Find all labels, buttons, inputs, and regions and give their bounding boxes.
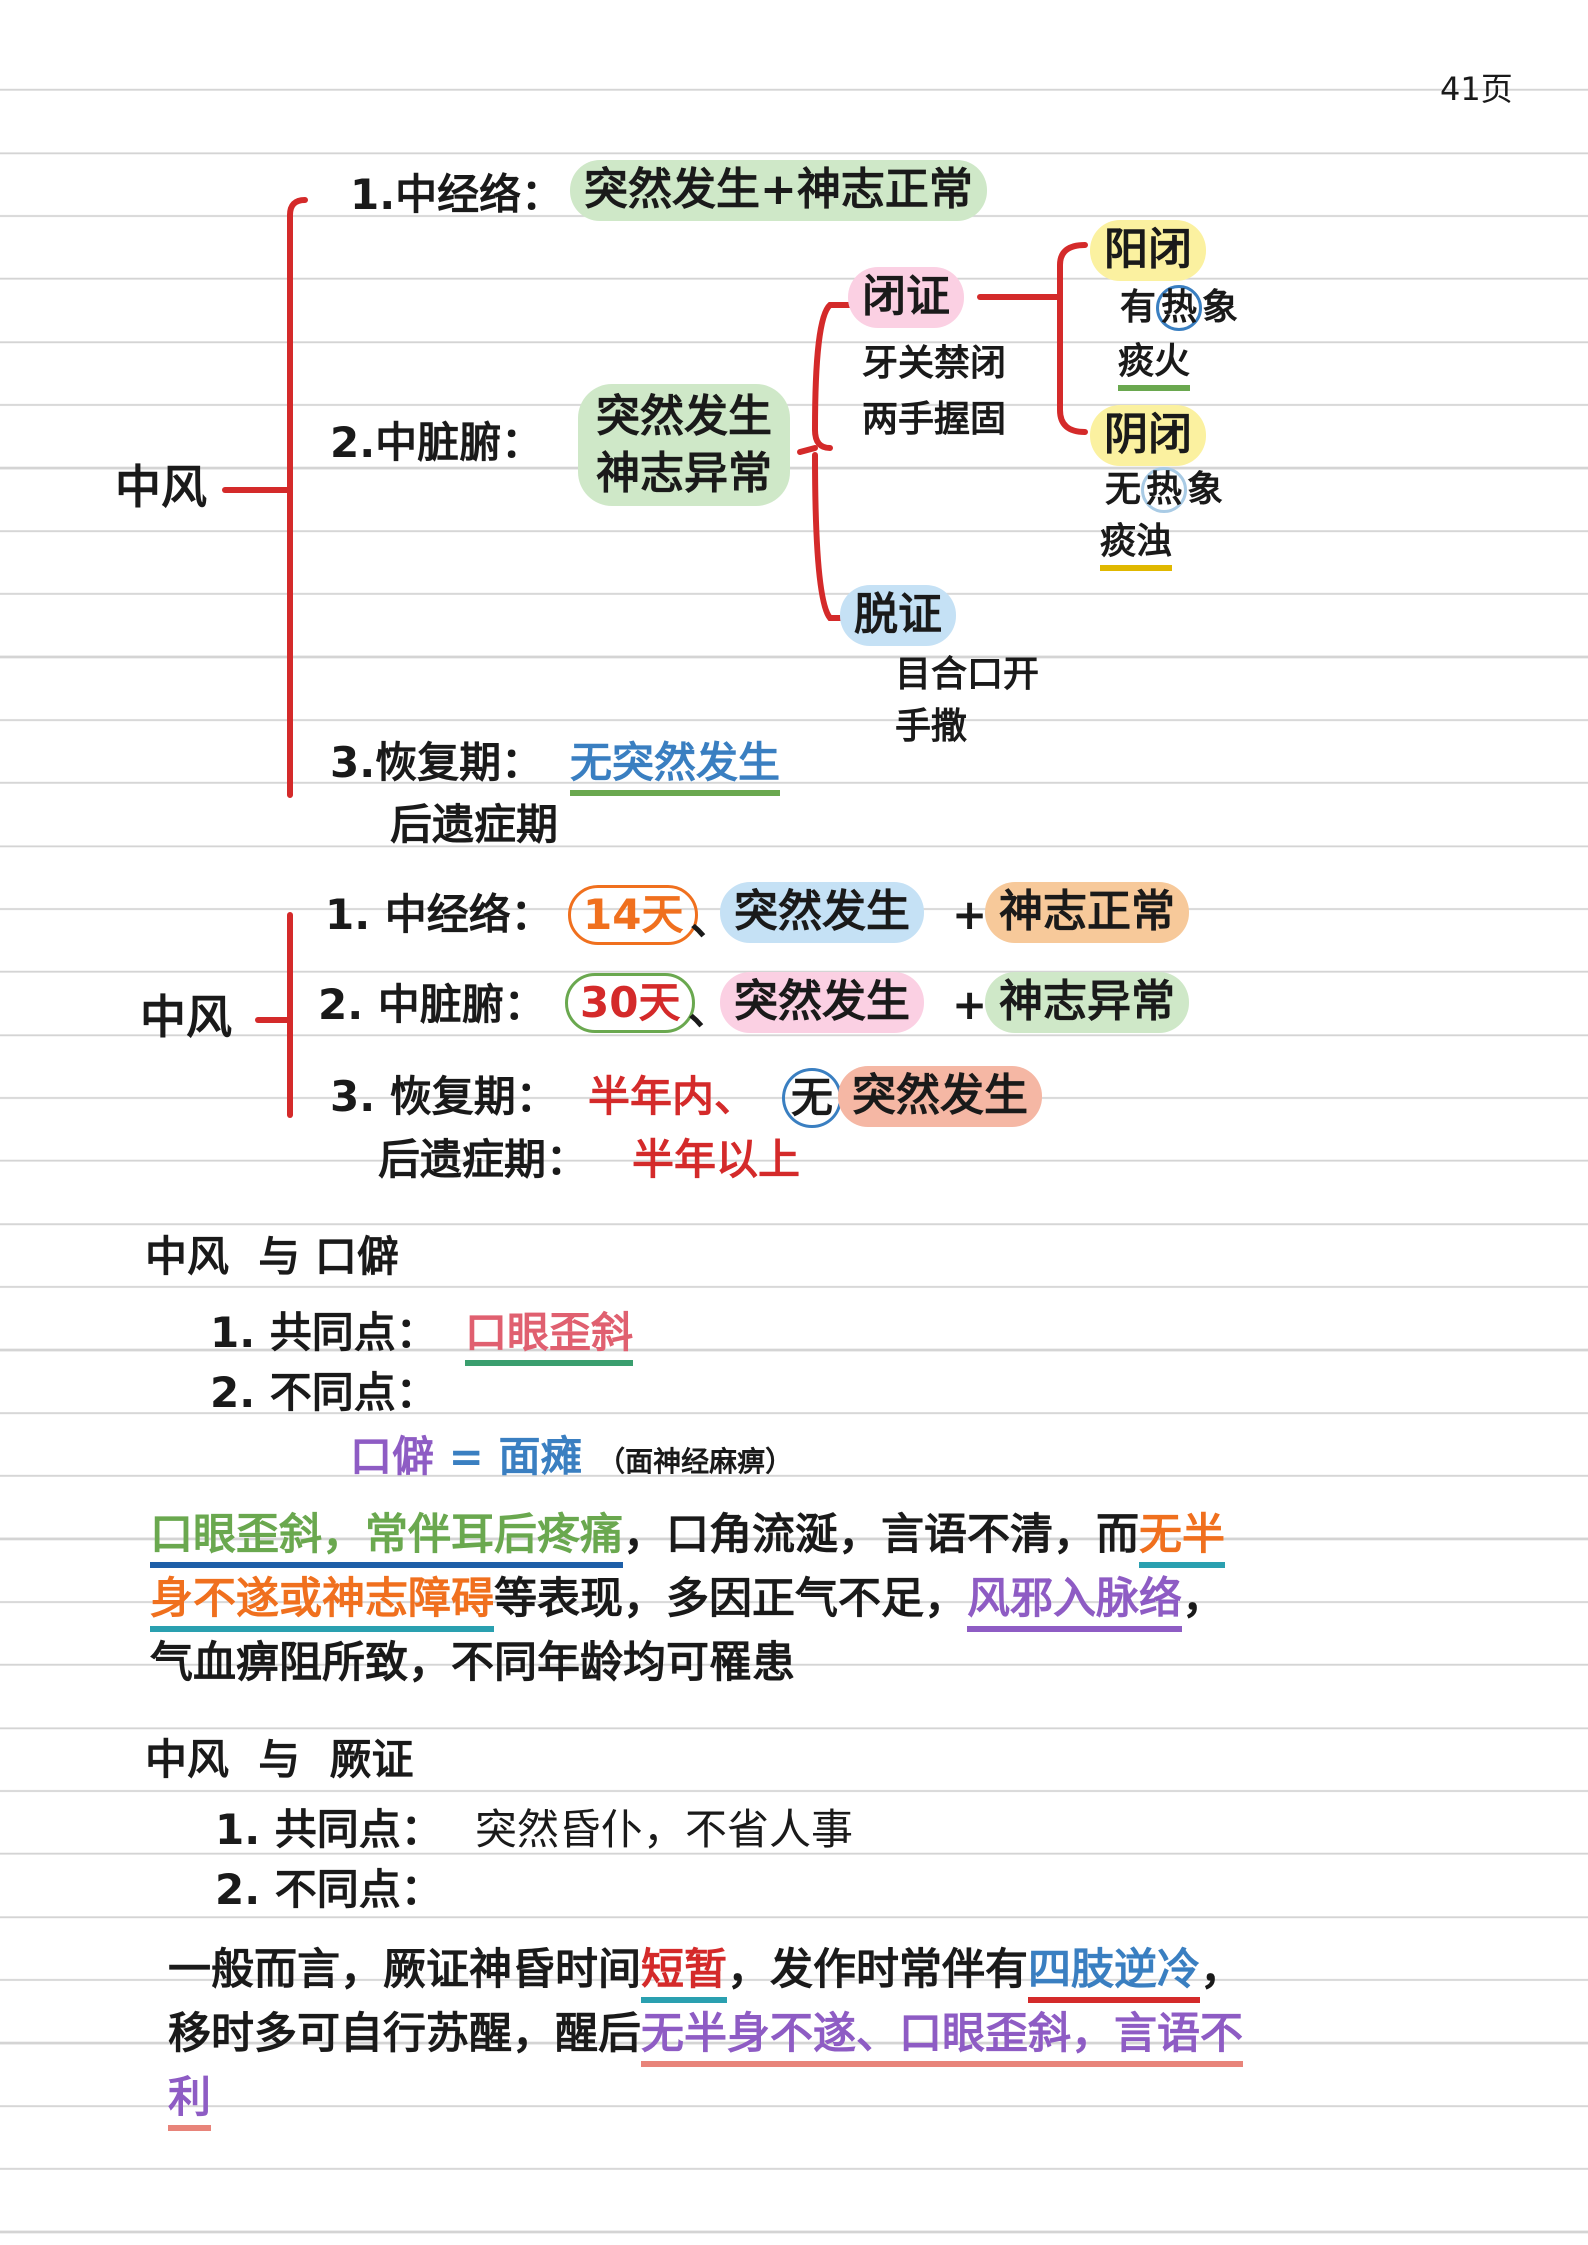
yangbi-desc-ring: 热 <box>1156 285 1203 331</box>
bizheng-branch <box>811 302 853 451</box>
root-zhongfeng-2: 中风 <box>140 990 232 1044</box>
row-3-sub-label: 后遗症期： <box>378 1135 589 1184</box>
bizheng-desc-2: 两手握固 <box>862 399 1007 440</box>
s1-line-1: 口眼歪斜，常伴耳后疼痛，口角流涎，言语不清，而无半 <box>150 1503 1460 1568</box>
row-3-sub-value: 半年以上 <box>632 1135 801 1184</box>
tuozheng-pill: 脱证 <box>840 585 956 646</box>
yinbi-desc-1: 无热象 <box>1105 467 1223 513</box>
s2-seg-8: 利 <box>168 2073 211 2131</box>
section-2-diff-label: 2. 不同点： <box>215 1865 443 1914</box>
yin-yang-bracket <box>1057 242 1088 435</box>
s1-seg-2: ，口角流涎，言语不清，而 <box>623 1510 1139 1560</box>
branch-2-label: 2.中脏腑： <box>330 418 544 467</box>
eq-sign: = <box>448 1432 484 1481</box>
branch-2-pill-line2: 神志异常 <box>596 448 772 500</box>
row-1-days: 14天 <box>568 885 699 946</box>
section-1-equation: 口僻 = 面瘫 （面神经麻痹） <box>350 1432 793 1482</box>
root-zhongfeng-1: 中风 <box>115 460 207 514</box>
branch-3-sub: 后遗症期 <box>390 800 559 849</box>
row-3-label: 3. 恢复期： <box>330 1072 558 1121</box>
branch-1-pill: 突然发生+神志正常 <box>570 160 987 221</box>
row-1-pill-2: 神志正常 <box>985 882 1189 943</box>
yinbi-desc-post: 象 <box>1187 469 1224 510</box>
row-3-circle: 无 <box>782 1068 843 1129</box>
section-2-common-label: 1. 共同点： <box>215 1805 443 1854</box>
yangbi-desc-post: 象 <box>1202 287 1239 328</box>
section-1-title: 中风 与 口僻 <box>145 1232 399 1281</box>
eq-value: 面瘫 <box>498 1432 583 1481</box>
row-2-label: 2. 中脏腑： <box>318 980 546 1029</box>
bracket1-main <box>287 197 308 798</box>
row-2-pill-2: 神志异常 <box>985 972 1189 1033</box>
s1-seg-5: 等表现，多因正气不足， <box>494 1574 967 1624</box>
section-1-diff-label: 2. 不同点： <box>210 1368 438 1417</box>
branch-3-label: 3.恢复期： <box>330 738 544 787</box>
yangbi-desc-1: 有热象 <box>1120 285 1238 331</box>
s2-line-2: 移时多可自行苏醒，醒后无半身不遂、口眼歪斜，言语不 <box>168 2002 1478 2067</box>
branch-2-pill-line1: 突然发生 <box>596 391 772 442</box>
s1-seg-6: 风邪入脉络 <box>967 1574 1182 1632</box>
section-1-paragraph: 口眼歪斜，常伴耳后疼痛，口角流涎，言语不清，而无半 身不遂或神志障碍等表现，多因… <box>150 1503 1460 1695</box>
row-3-pill: 突然发生 <box>838 1066 1042 1127</box>
s2-seg-7: 无半身不遂、口眼歪斜，言语不 <box>641 2009 1243 2067</box>
eq-note: （面神经麻痹） <box>597 1445 794 1478</box>
s2-line-3: 利 <box>168 2066 1478 2131</box>
section-1-common-value: 口眼歪斜 <box>465 1308 634 1367</box>
tuozheng-desc-1: 目合口开 <box>895 654 1040 695</box>
s1-seg-7: ， <box>1182 1574 1225 1624</box>
yangbi-desc-2: 痰火 <box>1118 340 1191 392</box>
yinbi-desc-ring: 热 <box>1141 467 1188 513</box>
branch-2-pill: 突然发生 神志异常 <box>578 384 790 507</box>
row-1-pill-1: 突然发生 <box>720 882 924 943</box>
section-2-title: 中风 与 厥证 <box>145 1735 414 1784</box>
s1-line-3: 气血痹阻所致，不同年龄均可罹患 <box>150 1638 795 1688</box>
s2-line-1: 一般而言，厥证神昏时间短暂，发作时常伴有四肢逆冷， <box>168 1938 1478 2003</box>
s2-seg-3: ，发作时常伴有 <box>727 1945 1028 1995</box>
page-number: 41页 <box>1440 70 1513 108</box>
s1-seg-1: 口眼歪斜，常伴耳后疼痛 <box>150 1510 623 1568</box>
s2-seg-1: 一般而言，厥证神昏时间 <box>168 1945 641 1995</box>
yinbi-desc-pre: 无 <box>1105 469 1142 510</box>
s2-seg-4: 四肢逆冷 <box>1028 1945 1200 2003</box>
branch-1-label: 1.中经络： <box>350 170 564 219</box>
yinbi-desc-2: 痰浊 <box>1100 520 1173 572</box>
row-3-value: 半年内、 <box>588 1072 757 1121</box>
tuozheng-branch <box>812 452 853 621</box>
bizheng-desc-1: 牙关禁闭 <box>862 343 1007 384</box>
eq-term: 口僻 <box>350 1432 435 1481</box>
s1-line-2: 身不遂或神志障碍等表现，多因正气不足，风邪入脉络， <box>150 1567 1460 1632</box>
row-1-label: 1. 中经络： <box>325 890 553 939</box>
section-2-common-value: 突然昏仆，不省人事 <box>475 1805 854 1854</box>
yinbi-pill: 阴闭 <box>1090 405 1206 466</box>
row-2-pill-1: 突然发生 <box>720 972 924 1033</box>
s2-seg-5: ， <box>1200 1945 1243 1995</box>
row-1-plus: + <box>952 890 988 939</box>
section-1-common-label: 1. 共同点： <box>210 1308 438 1357</box>
yangbi-pill: 阳闭 <box>1090 220 1206 281</box>
branch-3-value: 无突然发生 <box>570 738 781 797</box>
row-2-days: 30天 <box>565 973 696 1034</box>
yangbi-desc-pre: 有 <box>1120 287 1157 328</box>
s1-seg-4: 身不遂或神志障碍 <box>150 1574 494 1632</box>
section-2-paragraph: 一般而言，厥证神昏时间短暂，发作时常伴有四肢逆冷， 移时多可自行苏醒，醒后无半身… <box>168 1938 1478 2131</box>
row-2-plus: + <box>952 980 988 1029</box>
tuozheng-desc-2: 手撒 <box>895 706 968 747</box>
bizheng-pill: 闭证 <box>848 267 964 328</box>
brace-tip <box>797 445 818 455</box>
s1-seg-3: 无半 <box>1139 1510 1225 1568</box>
s2-seg-6: 移时多可自行苏醒，醒后 <box>168 2009 641 2059</box>
s2-seg-2: 短暂 <box>641 1945 727 2003</box>
